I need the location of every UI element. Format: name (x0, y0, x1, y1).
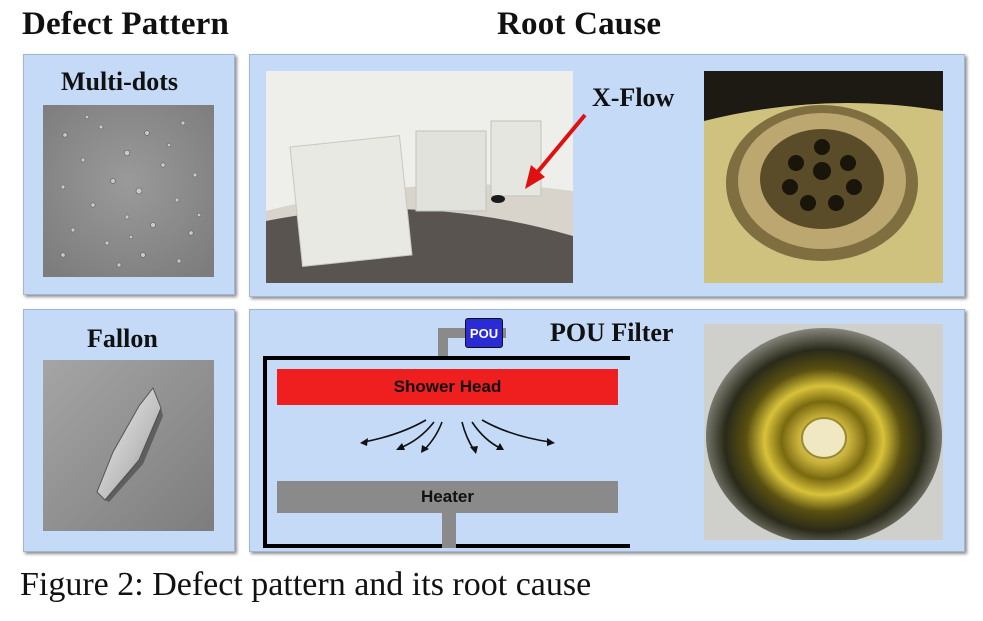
shower-head-label: Shower Head (393, 377, 502, 396)
pou-filter-label: POU Filter (550, 318, 674, 347)
shower-head: Shower Head (277, 369, 618, 405)
fallon-sem-image (43, 360, 214, 531)
figure-caption: Figure 2: Defect pattern and its root ca… (20, 566, 592, 603)
heater-stem (442, 512, 456, 548)
pou-filter-photo (704, 324, 943, 540)
heater-label: Heater (421, 487, 474, 506)
xflow-part-photo (704, 71, 943, 283)
chamber-liner-photo (266, 71, 573, 283)
red-arrow-icon (525, 113, 587, 189)
fallon-panel: Fallon (23, 309, 235, 552)
multi-dots-label: Multi-dots (61, 67, 178, 96)
root-cause-heading: Root Cause (497, 6, 662, 42)
gas-line (438, 330, 448, 360)
pou-box: POU (465, 318, 503, 348)
heater: Heater (277, 481, 618, 513)
defect-pattern-heading: Defect Pattern (22, 6, 230, 42)
xflow-panel: X-Flow (249, 54, 965, 297)
flow-arrows (363, 419, 551, 451)
pou-box-label: POU (469, 325, 499, 341)
pou-filter-panel: POU Shower Head Heater POU Filter (249, 309, 965, 552)
xflow-label: X-Flow (592, 83, 675, 112)
multi-dots-sem-image (43, 105, 214, 277)
multi-dots-panel: Multi-dots (23, 54, 235, 295)
fallon-label: Fallon (87, 324, 158, 353)
